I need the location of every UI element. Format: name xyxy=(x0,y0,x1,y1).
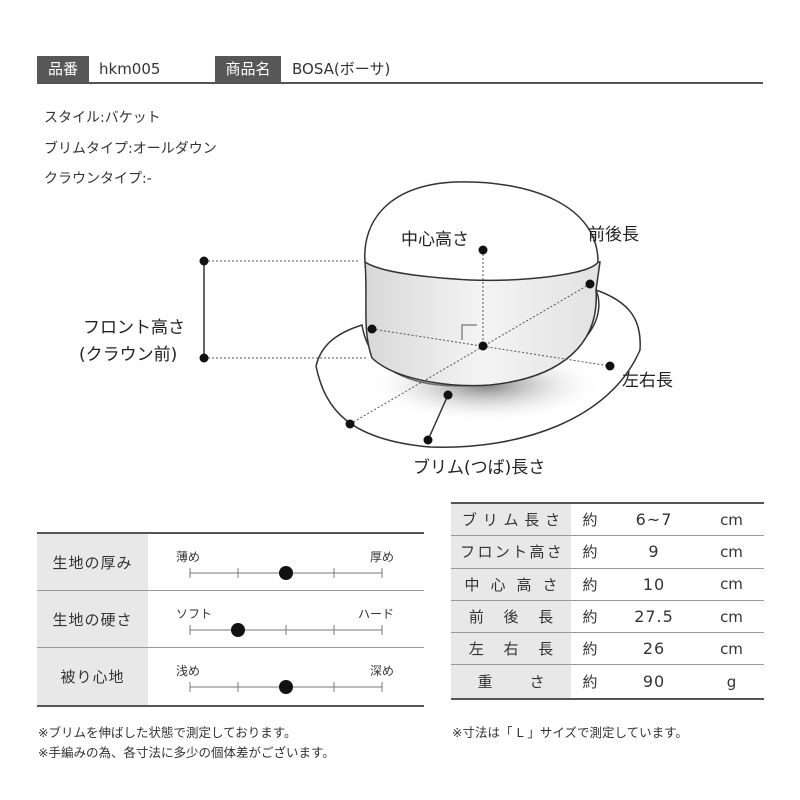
style-spec: スタイル:バケット xyxy=(44,110,161,126)
approx-mark: 約 xyxy=(582,511,598,530)
measurement-label: フロント高さ xyxy=(451,536,571,568)
measurement-row: 中心高さ約 10 cm xyxy=(451,568,764,601)
scale-max-label: ハード xyxy=(357,607,394,621)
scale-max-label: 厚め xyxy=(369,550,394,564)
property-label: 生地の厚み xyxy=(37,534,148,590)
measurement-row: 左右長約 26 cm xyxy=(451,633,764,666)
item-number-tag: 品番 xyxy=(37,56,89,82)
item-number: hkm005 xyxy=(99,60,161,78)
brim-note: ※ブリムを伸ばした状態で測定しております。 xyxy=(38,725,297,740)
property-row: 生地の厚み 薄め 厚め xyxy=(37,534,424,591)
scale-marker xyxy=(231,623,245,637)
approx-mark: 約 xyxy=(582,543,598,562)
measurement-unit: cm xyxy=(720,575,743,594)
approx-mark: 約 xyxy=(582,575,598,594)
size-note: ※寸法は「 L 」サイズで測定しています。 xyxy=(452,725,688,740)
measurement-unit: cm xyxy=(720,542,743,561)
property-scale-cell: ソフト ハード xyxy=(148,591,424,647)
product-name: BOSA(ボーサ) xyxy=(292,60,391,78)
hat-measurement-diagram: 中心高さ 前後長 フロント高さ (クラウン前) 左右長 ブリム(つば)長さ xyxy=(0,170,800,480)
property-scale-cell: 薄め 厚め xyxy=(148,534,424,590)
measurement-unit: g xyxy=(726,672,737,691)
property-label: 被り心地 xyxy=(37,648,148,705)
scale-marker xyxy=(279,680,293,694)
right-angle-marker xyxy=(461,324,477,340)
front-height-sub-label: (クラウン前) xyxy=(79,345,178,365)
measurement-value: 9 xyxy=(648,542,660,562)
scale-marker xyxy=(279,566,293,580)
measurement-row: 前後長約 27.5 cm xyxy=(451,600,764,634)
property-scale-cell: 浅め 深め xyxy=(148,648,424,705)
approx-mark: 約 xyxy=(582,608,598,627)
measurement-label: 前後長 xyxy=(451,600,571,633)
measurement-label: ブリム長さ xyxy=(451,504,571,536)
front-back-label: 前後長 xyxy=(588,225,639,245)
crown-top xyxy=(364,181,599,282)
handmade-note: ※手編みの為、各寸法に多少の個体差がございます。 xyxy=(38,745,335,760)
hat-illustration xyxy=(199,181,641,448)
approx-mark: 約 xyxy=(582,640,598,659)
front-height-label: フロント高さ xyxy=(83,318,185,338)
measurement-value: 10 xyxy=(642,574,666,594)
property-label: 生地の硬さ xyxy=(37,591,148,647)
product-name-tag: 商品名 xyxy=(215,56,281,82)
measurement-row: ブリム長さ約 6~7 cm xyxy=(451,504,764,537)
property-scale xyxy=(189,680,383,694)
scale-min-label: 浅め xyxy=(176,664,201,678)
measurement-label: 重さ xyxy=(451,665,571,698)
property-row: 被り心地 浅め 深め xyxy=(37,648,424,705)
center-height-label: 中心高さ xyxy=(401,230,469,250)
scale-max-label: 深め xyxy=(369,664,394,678)
measurement-value: 26 xyxy=(642,639,666,659)
scale-min-label: ソフト xyxy=(176,607,213,621)
measurement-unit: cm xyxy=(720,639,743,658)
property-scale xyxy=(189,623,383,637)
property-scale xyxy=(189,566,383,580)
approx-mark: 約 xyxy=(582,673,598,692)
brim-leader xyxy=(427,394,449,441)
measure-points xyxy=(199,245,615,445)
measurement-value: 90 xyxy=(642,672,666,692)
measure-guides xyxy=(204,250,611,425)
brim-type-spec: ブリムタイプ:オールダウン xyxy=(44,141,217,157)
measurement-value: 6~7 xyxy=(635,510,673,530)
measurement-unit: cm xyxy=(720,510,743,529)
measurement-label: 左右長 xyxy=(451,633,571,665)
scale-min-label: 薄め xyxy=(176,550,201,564)
measurement-unit: cm xyxy=(720,607,743,626)
crown-type-spec: クラウンタイプ:- xyxy=(44,171,152,187)
property-row: 生地の硬さ ソフト ハード xyxy=(37,591,424,648)
measurement-row: フロント高さ約 9 cm xyxy=(451,536,764,569)
header-divider xyxy=(37,82,763,84)
fabric-properties-table: 生地の厚み 薄め 厚め生地の硬さ ソフト ハード被り心地 浅め 深め xyxy=(37,532,424,707)
measurement-label: 中心高さ xyxy=(451,568,571,600)
brim-length-label: ブリム(つば)長さ xyxy=(413,458,546,478)
left-right-label: 左右長 xyxy=(622,371,673,391)
measurement-value: 27.5 xyxy=(634,607,674,627)
measurement-row: 重さ約 90 g xyxy=(451,665,764,698)
